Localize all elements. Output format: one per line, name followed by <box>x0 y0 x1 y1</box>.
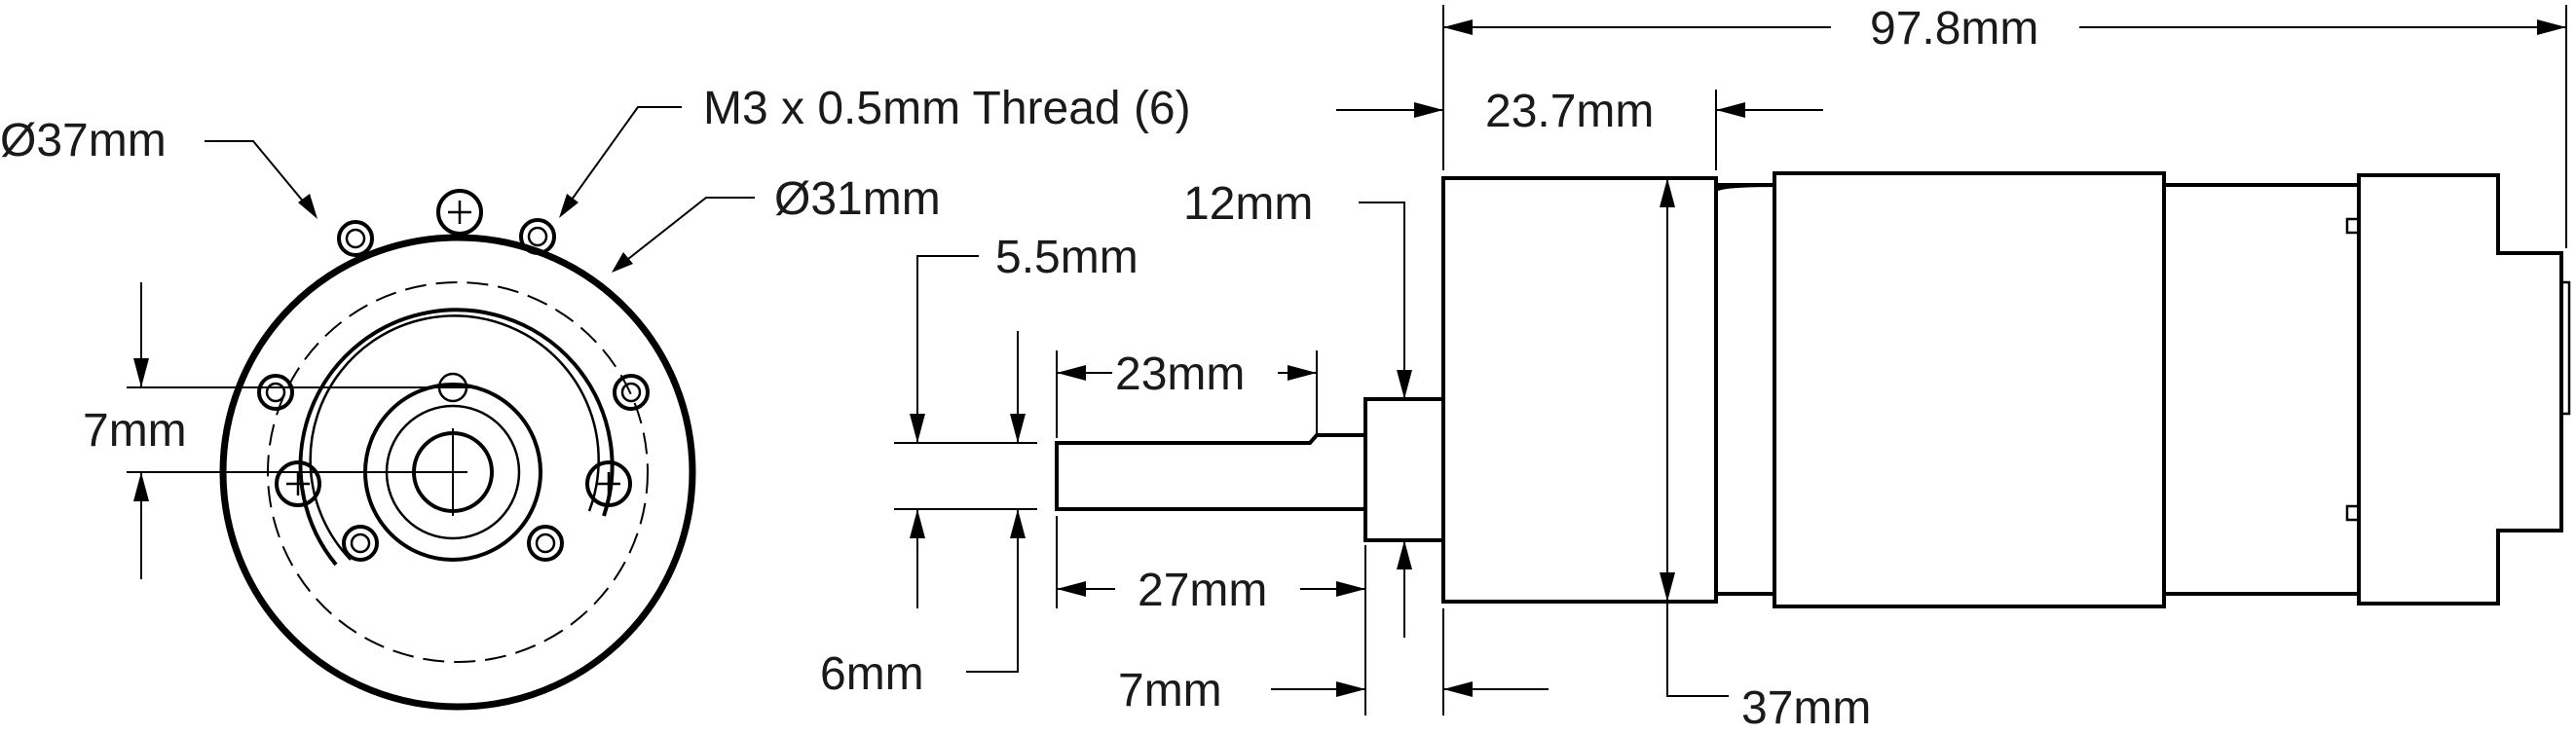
shaft-outline <box>1055 433 1367 511</box>
bolt-circle-label: Ø31mm <box>774 173 941 225</box>
phillips-screw-icons <box>275 189 632 507</box>
motor-rear-section <box>2164 183 2361 596</box>
front-view <box>127 106 755 711</box>
terminal <box>2561 280 2571 416</box>
gearbox-neck <box>1714 183 1776 596</box>
thread-label: M3 x 0.5mm Thread (6) <box>703 83 1191 134</box>
outer-diameter-label: Ø37mm <box>0 115 167 166</box>
mounting-holes <box>257 218 650 562</box>
offset-7mm-label: 7mm <box>83 405 187 457</box>
total-length-label: 97.8mm <box>1870 3 2038 55</box>
shaft-length-label: 27mm <box>1138 565 1267 616</box>
end-cap-tab-lower <box>2345 504 2361 522</box>
collar <box>1363 397 1445 542</box>
shaft-diameter-label: 6mm <box>820 648 924 700</box>
faceplate-inner-arc <box>298 308 615 567</box>
flat-length-label: 23mm <box>1115 349 1245 400</box>
shaft-flat-label: 5.5mm <box>995 232 1139 283</box>
collar-length-label: 7mm <box>1118 665 1222 716</box>
collar-height-label: 12mm <box>1183 178 1313 230</box>
side-view <box>894 5 2571 716</box>
end-cap-tab-upper <box>2345 217 2361 235</box>
motor-body <box>1773 171 2166 608</box>
faceplate-inner-arc-2 <box>309 314 600 561</box>
body-diameter-label: 37mm <box>1741 682 1871 729</box>
gearbox-housing <box>1441 176 1718 604</box>
gearbox-length-label: 23.7mm <box>1485 86 1654 137</box>
end-cap <box>2357 173 2563 606</box>
